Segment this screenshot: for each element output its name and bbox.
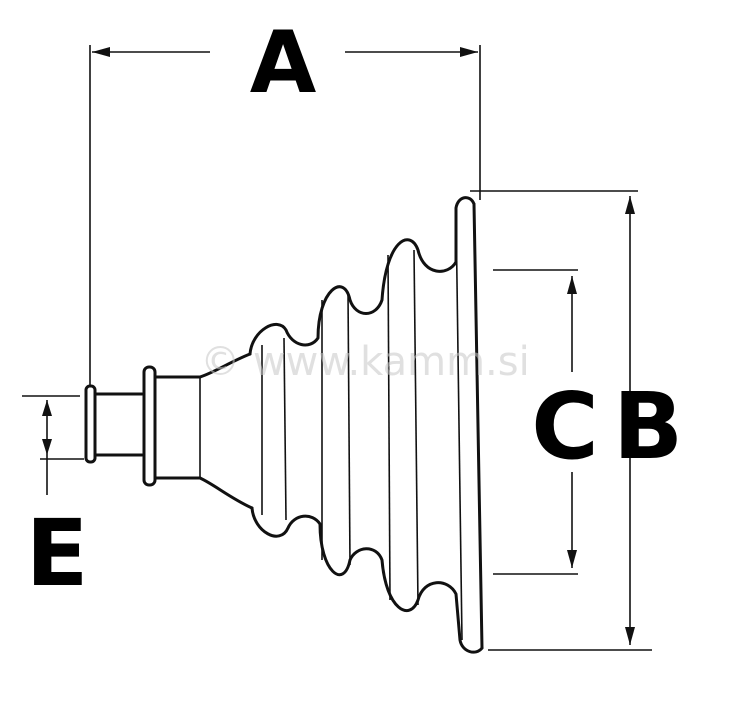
dimension-a-label: A: [250, 13, 317, 113]
small-end-flange: [84, 384, 97, 464]
dimension-c-label: C: [531, 373, 599, 480]
small-end-cuff: [84, 365, 202, 487]
dimension-e-arrow-top: [42, 400, 52, 416]
second-flange: [142, 365, 157, 487]
bellows-upper-profile: [248, 196, 476, 356]
dimension-b-arrow-top: [625, 196, 635, 214]
dimension-c-arrow-bottom: [567, 550, 577, 568]
neck-sleeve: [153, 375, 202, 480]
fold-line-6: [413, 249, 419, 606]
cone-top-edge: [198, 352, 252, 379]
dimension-e-arrow-bottom: [42, 439, 52, 455]
dimension-e: E: [22, 395, 89, 607]
bellows-lower-profile: [250, 506, 484, 654]
dimension-e-label: E: [26, 500, 89, 607]
fold-line-5: [387, 254, 391, 601]
bellows-boot: [84, 196, 484, 654]
large-end-flange-edge: [472, 202, 484, 650]
fold-line-7: [455, 209, 463, 641]
cone-bottom-edge: [198, 476, 254, 510]
dimension-c-arrow-top: [567, 276, 577, 294]
dimension-a: A: [89, 13, 481, 385]
fold-line-2: [283, 337, 287, 521]
watermark-text: © www.kamm.si: [200, 339, 529, 385]
small-end-sleeve: [93, 392, 144, 457]
dimension-b-label: B: [613, 373, 683, 480]
dimension-a-arrow-right: [460, 47, 478, 57]
fold-line-4: [347, 291, 351, 566]
dimension-c: C: [493, 269, 599, 575]
dimension-b: B: [470, 190, 683, 651]
dimension-a-arrow-left: [92, 47, 110, 57]
dimension-b-arrow-bottom: [625, 627, 635, 645]
